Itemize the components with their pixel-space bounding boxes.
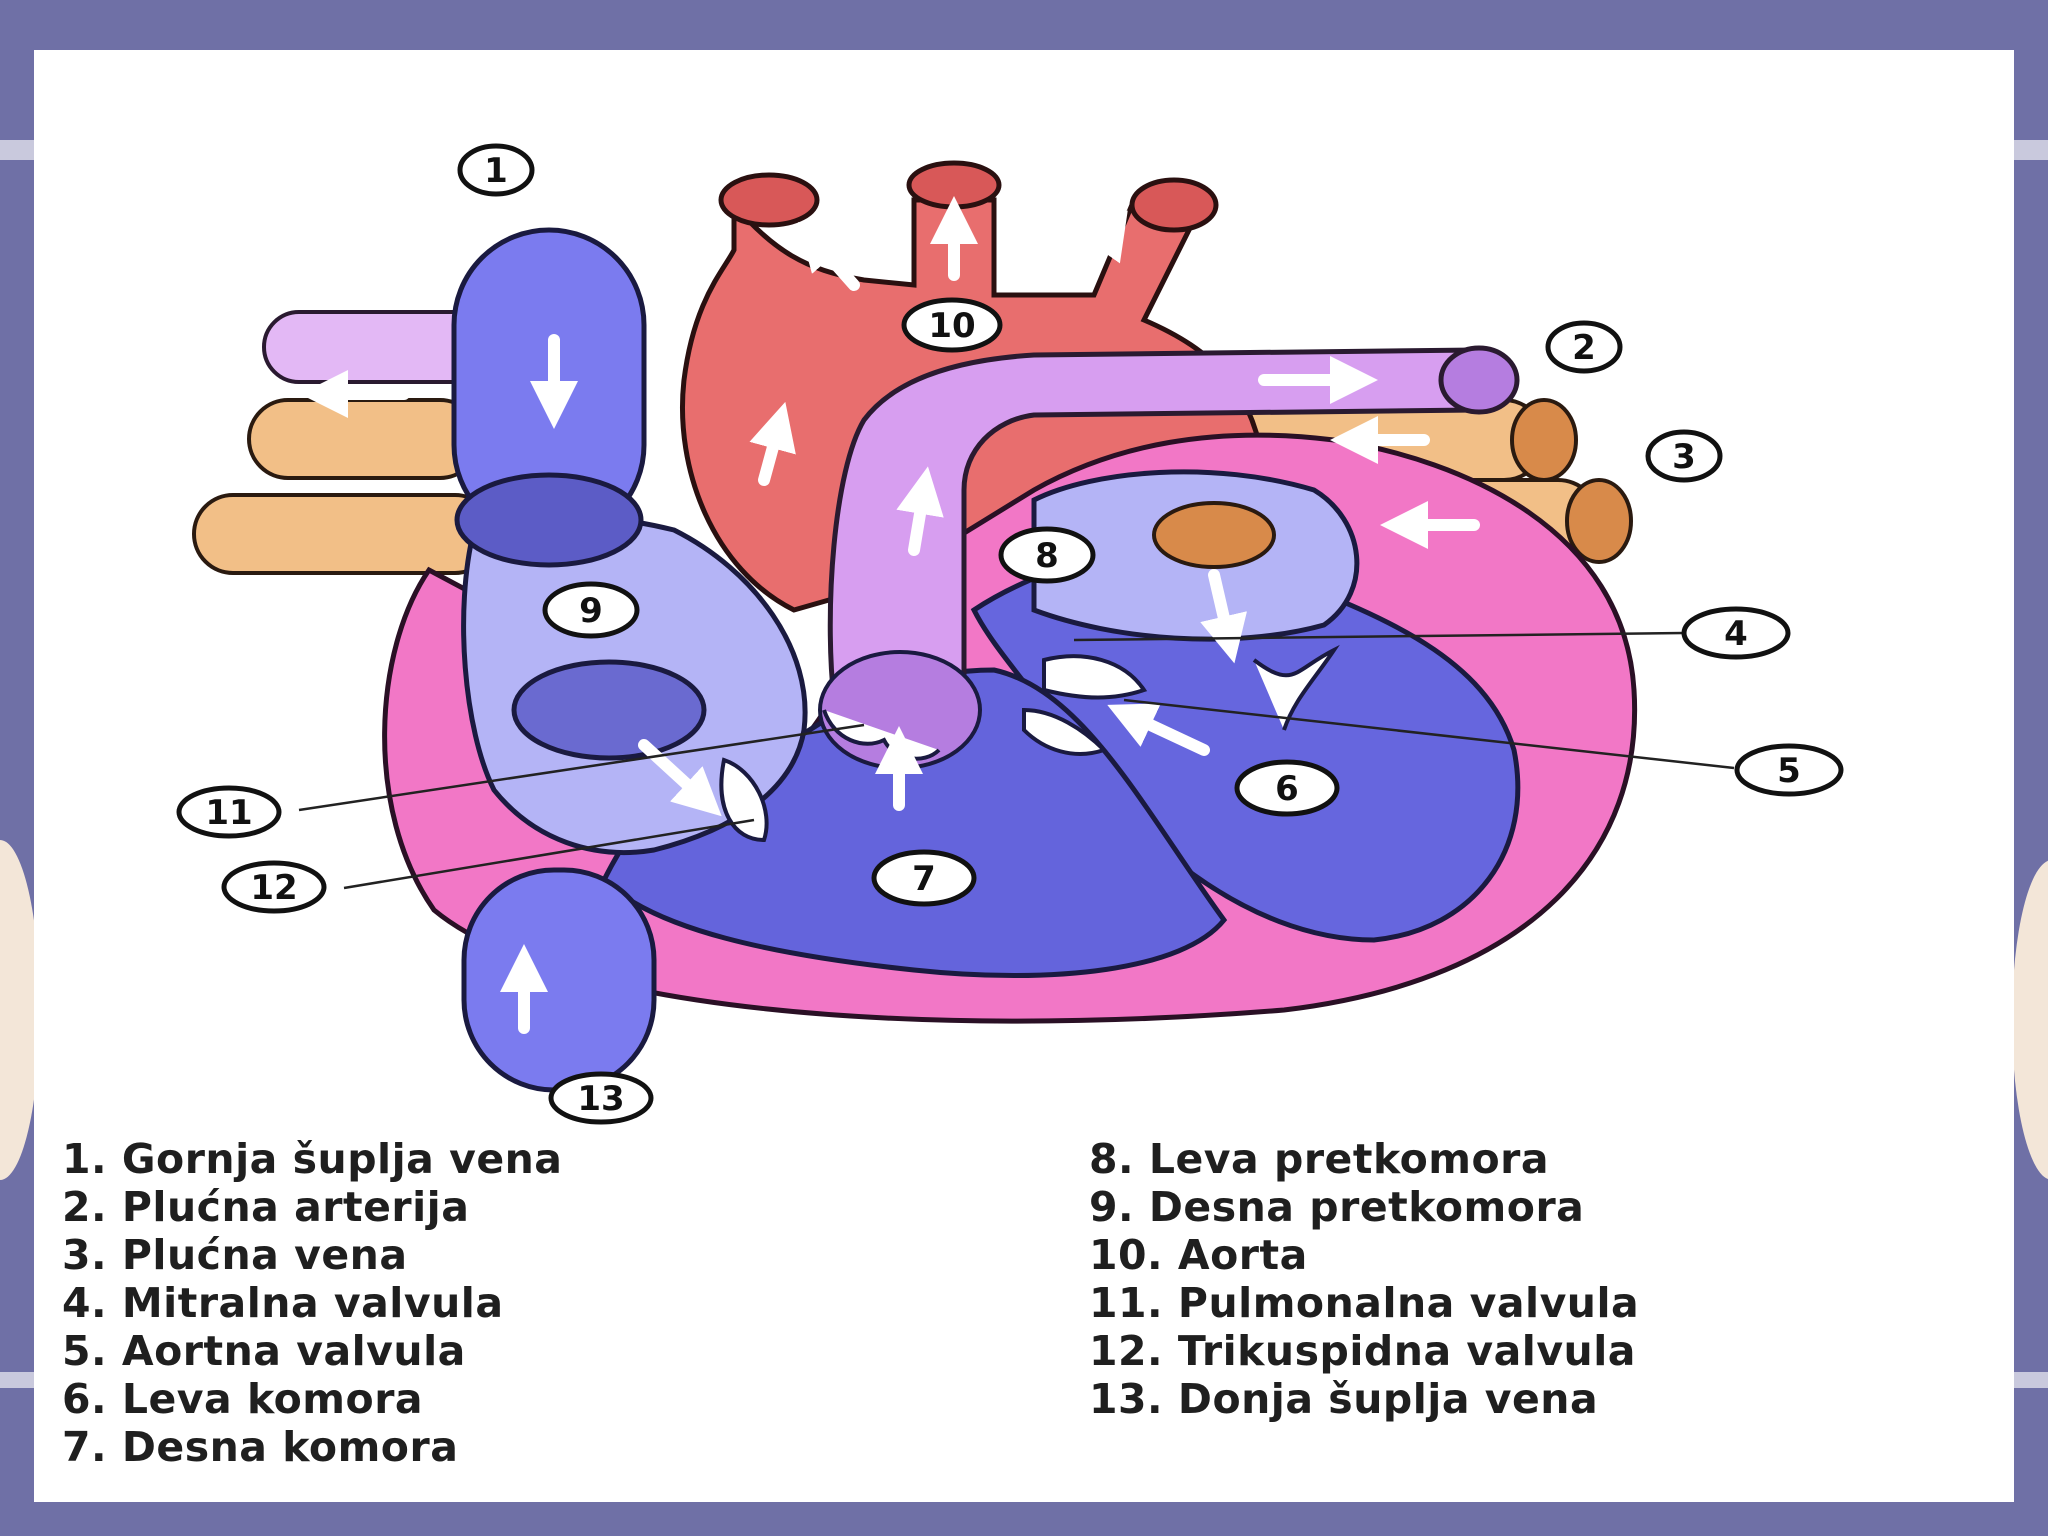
- pulmonary-vein-opening: [1152, 501, 1276, 569]
- legend-item-11: 11. Pulmonalna valvula: [1089, 1279, 1640, 1327]
- svg-text:8: 8: [1035, 536, 1059, 576]
- callout-6: 6: [1234, 759, 1340, 817]
- leader-lines: [298, 631, 1735, 890]
- callout-5: 5: [1734, 743, 1844, 797]
- slide-panel: 1 2 3 4 5 6 7 8: [34, 50, 2014, 1502]
- svg-text:11: 11: [205, 793, 252, 833]
- svg-text:6: 6: [1275, 769, 1299, 809]
- callout-9: 9: [542, 581, 640, 639]
- svg-text:10: 10: [928, 306, 975, 346]
- legend-item-1: 1. Gornja šuplja vena: [62, 1135, 563, 1183]
- callout-10: 10: [901, 297, 1003, 353]
- pulmonary-artery-opening: [1438, 345, 1520, 415]
- callout-13: 13: [548, 1071, 654, 1125]
- svg-text:12: 12: [250, 868, 297, 908]
- legend-item-9: 9. Desna pretkomora: [1089, 1183, 1585, 1231]
- callout-8: 8: [998, 526, 1096, 584]
- heart-diagram: 1 2 3 4 5 6 7 8: [176, 143, 1844, 1125]
- legend-item-13: 13. Donja šuplja vena: [1089, 1375, 1599, 1423]
- svg-text:3: 3: [1672, 437, 1696, 477]
- legend-item-10: 10. Aorta: [1089, 1231, 1308, 1279]
- legend-item-2: 2. Plućna arterija: [62, 1183, 470, 1231]
- legend-item-5: 5. Aortna valvula: [62, 1327, 466, 1375]
- svg-text:7: 7: [912, 859, 936, 899]
- background-decor-right: [2012, 860, 2048, 1180]
- callout-12: 12: [221, 860, 327, 914]
- legend-left-column: 1. Gornja šuplja vena 2. Plućna arterija…: [62, 1135, 562, 1471]
- legend-item-7: 7. Desna komora: [62, 1423, 459, 1471]
- legend-right-column: 8. Leva pretkomora 9. Desna pretkomora 1…: [1089, 1135, 1639, 1423]
- callout-1: 1: [457, 143, 535, 197]
- legend-item-8: 8. Leva pretkomora: [1089, 1135, 1550, 1183]
- legend-item-12: 12. Trikuspidna valvula: [1089, 1327, 1636, 1375]
- svg-text:13: 13: [577, 1079, 624, 1119]
- callout-11: 11: [176, 785, 282, 839]
- svg-text:4: 4: [1724, 614, 1748, 654]
- svg-text:1: 1: [484, 151, 508, 191]
- callout-2: 2: [1545, 320, 1623, 374]
- legend-item-4: 4. Mitralna valvula: [62, 1279, 504, 1327]
- svg-text:5: 5: [1777, 751, 1801, 791]
- legend-item-3: 3. Plućna vena: [62, 1231, 408, 1279]
- blood-flow-arrows: [300, 196, 1480, 1034]
- legend-item-6: 6. Leva komora: [62, 1375, 424, 1423]
- svg-text:9: 9: [579, 591, 603, 631]
- svg-text:2: 2: [1572, 328, 1596, 368]
- callout-7: 7: [871, 849, 977, 907]
- callout-4: 4: [1681, 606, 1791, 660]
- callout-3: 3: [1645, 429, 1723, 483]
